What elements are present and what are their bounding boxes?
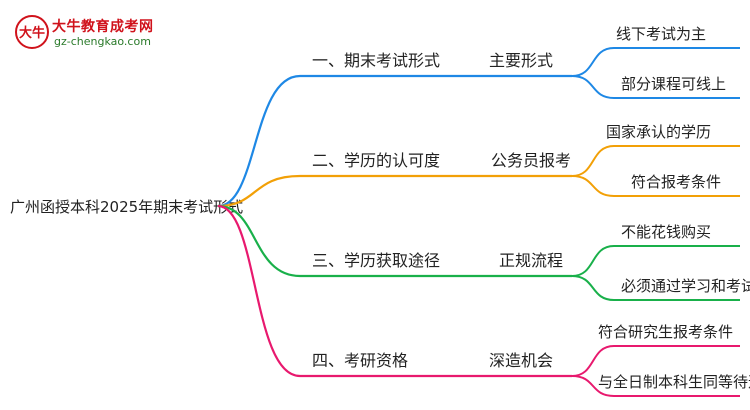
leaf-label: 国家承认的学历 [606, 123, 711, 141]
branch-connector [217, 174, 301, 208]
leaf-connector [571, 47, 615, 77]
branch-connector [217, 204, 301, 278]
leaf-connector [571, 175, 615, 197]
sub-topic-label: 公务员报考 [491, 151, 571, 170]
leaf-connector [571, 75, 615, 99]
leaf-label: 不能花钱购买 [621, 223, 711, 241]
leaf-connector [571, 245, 615, 277]
logo-title: 大牛教育成考网 [52, 19, 154, 35]
leaf-connector [571, 275, 615, 301]
sub-topic-label: 正规流程 [499, 251, 563, 270]
leaf-connector [571, 345, 615, 377]
leaf-label: 必须通过学习和考试 [621, 277, 750, 295]
branch-connector [217, 204, 301, 378]
leaf-label: 部分课程可线上 [621, 75, 726, 93]
branch-label: 四、考研资格 [312, 351, 408, 370]
leaf-label: 符合研究生报考条件 [598, 323, 733, 341]
leaf-label: 符合报考条件 [631, 173, 721, 191]
root-topic: 广州函授本科2025年期末考试形式 [10, 198, 243, 216]
leaf-connector [571, 375, 615, 397]
leaf-connector [571, 145, 615, 177]
branch-label: 三、学历获取途径 [312, 251, 440, 270]
sub-topic-label: 主要形式 [489, 51, 553, 70]
leaf-label: 线下考试为主 [616, 25, 706, 43]
branch-connector [217, 74, 301, 208]
leaf-label: 与全日制本科生同等待遇 [598, 373, 750, 391]
logo-mark-icon: 大牛 [15, 15, 49, 49]
logo-mark-text: 大牛 [19, 25, 45, 41]
branch-label: 一、期末考试形式 [312, 51, 440, 70]
site-logo: 大牛 大牛教育成考网 gz-chengkao.com [14, 14, 214, 54]
logo-url: gz-chengkao.com [54, 35, 151, 48]
branch-label: 二、学历的认可度 [312, 151, 440, 170]
sub-topic-label: 深造机会 [489, 351, 553, 370]
